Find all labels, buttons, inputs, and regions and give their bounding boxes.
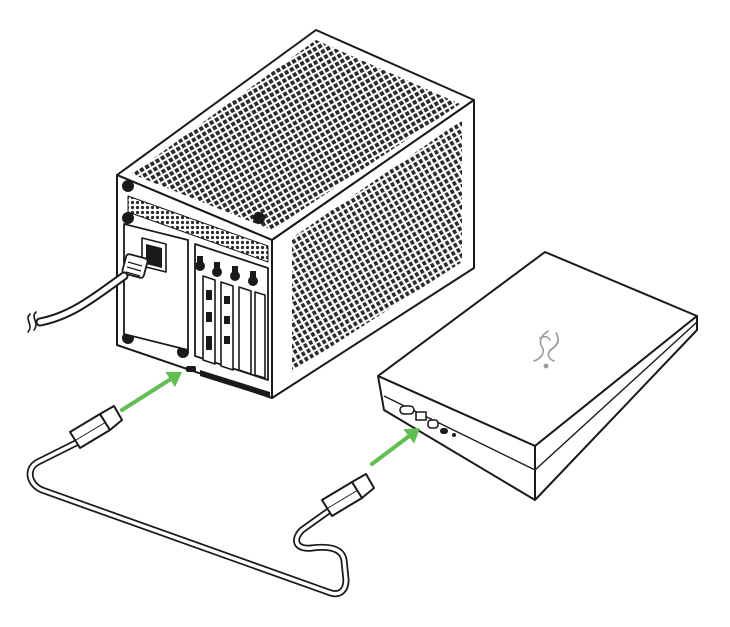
thumbscrew-row (195, 256, 258, 286)
laptop-usb-c-port (440, 428, 448, 434)
psu-plate (123, 223, 189, 351)
power-cable (27, 271, 129, 333)
pcie-bracket (254, 291, 266, 379)
pcie-bracket (238, 286, 252, 375)
thumbscrew-icon (195, 261, 205, 271)
enclosure-side-mesh (292, 120, 462, 372)
laptop-usb-port (415, 411, 427, 421)
thumbscrew-icon (248, 276, 258, 286)
laptop-power-port (399, 405, 415, 415)
arrow-to-enclosure-port-head (165, 371, 182, 388)
egpu-enclosure (116, 29, 475, 399)
arrow-to-enclosure-port-shaft (120, 377, 173, 412)
screw-icon (122, 212, 134, 224)
arrow-to-laptop-port-head (403, 428, 420, 444)
laptop (377, 251, 698, 501)
cable-connector-laptop-end (321, 473, 375, 517)
screw-icon (122, 180, 134, 192)
laptop-thunderbolt-port (427, 419, 439, 429)
pcie-bracket (220, 281, 234, 371)
arrow-to-laptop-port-shaft (370, 434, 411, 466)
enclosure-top-mesh (132, 40, 460, 230)
razer-snake-logo-icon (533, 330, 559, 369)
thunderbolt-cable (26, 438, 350, 598)
enclosure-thunderbolt-port (186, 366, 196, 372)
bottom-io-strip (200, 370, 270, 398)
rear-vent-strip (127, 195, 269, 263)
thumbscrew-icon (230, 271, 240, 281)
gpu-ports (206, 290, 230, 350)
power-plug-icon (121, 253, 149, 279)
laptop-side-edge (534, 315, 698, 501)
connection-arrows (120, 371, 420, 466)
thumbscrew-icon (212, 267, 222, 277)
cable-connector-enclosure-end (69, 405, 123, 449)
screw-icon (253, 212, 265, 224)
laptop-audio-port (452, 433, 456, 437)
